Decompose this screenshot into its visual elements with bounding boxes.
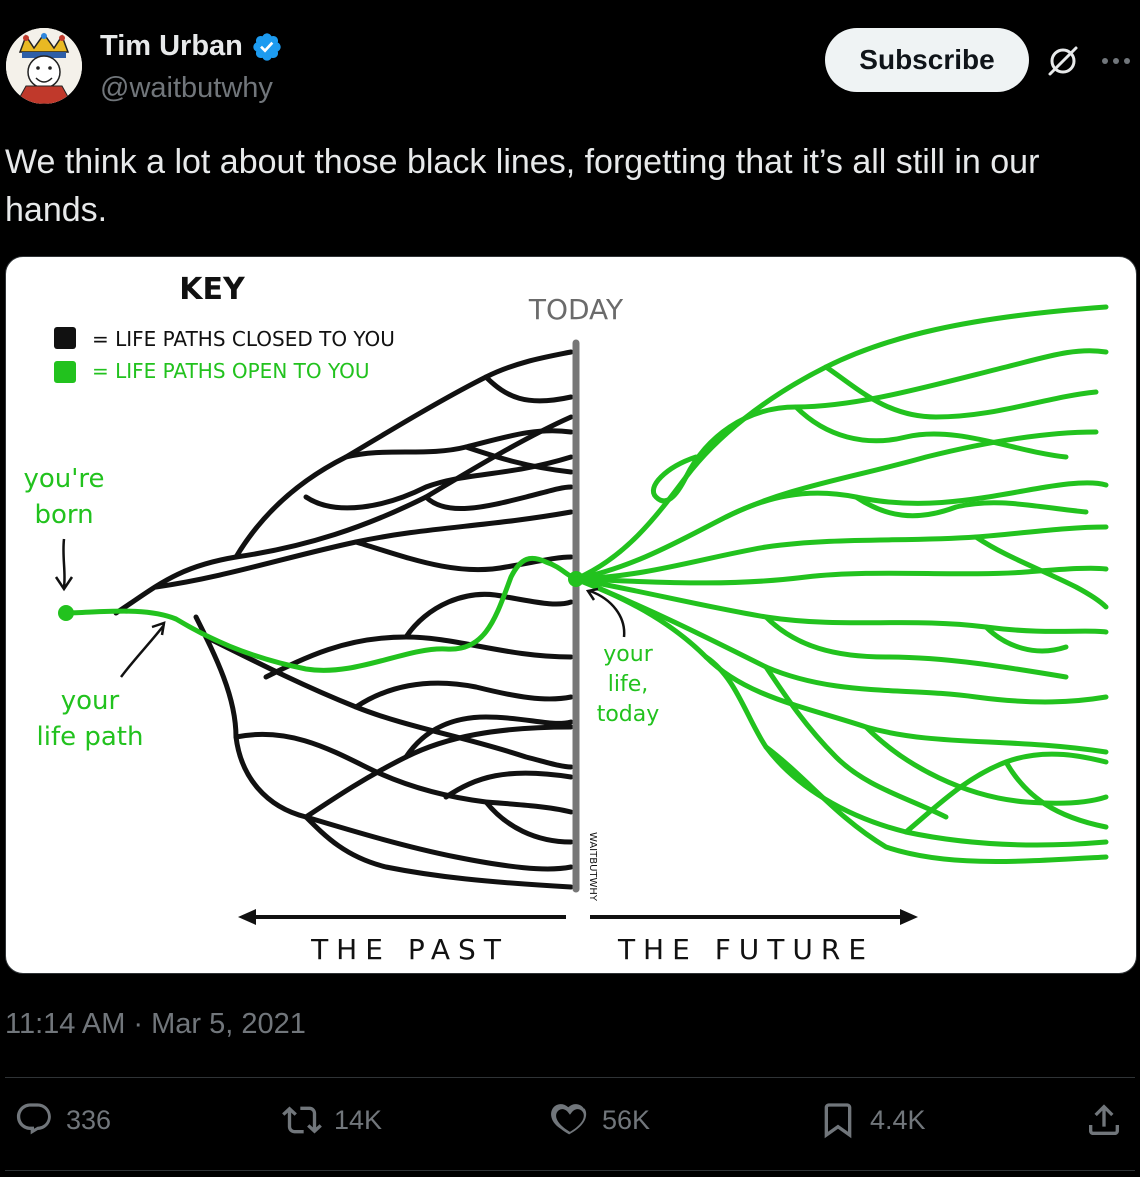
key-swatch-green: [54, 361, 76, 383]
reply-button[interactable]: 336: [14, 1100, 111, 1140]
grok-icon[interactable]: [1046, 44, 1080, 78]
bookmark-icon: [824, 1103, 852, 1139]
tweet-image[interactable]: KEY = LIFE PATHS CLOSED TO YOU = LIFE PA…: [5, 256, 1137, 974]
today-arrow: [585, 587, 626, 638]
reply-icon: [16, 1103, 51, 1135]
more-options-icon[interactable]: [1098, 44, 1134, 78]
bookmark-count: 4.4K: [870, 1104, 926, 1135]
past-label: THE PAST: [310, 933, 509, 966]
share-icon: [1089, 1104, 1119, 1135]
future-label: THE FUTURE: [617, 933, 874, 966]
closed-paths: [113, 349, 574, 890]
repost-icon: [282, 1106, 322, 1134]
today-label-line3: today: [597, 702, 660, 727]
born-label-line1: you're: [23, 464, 104, 494]
share-button[interactable]: [1084, 1100, 1124, 1140]
signature: WAITBUTWHY: [587, 832, 598, 902]
bookmark-button[interactable]: 4.4K: [818, 1100, 926, 1140]
verified-badge-icon: [253, 32, 281, 61]
divider-top: [5, 1077, 1135, 1078]
tweet-timestamp[interactable]: 11:14 AM · Mar 5, 2021: [5, 1008, 306, 1040]
open-paths: [573, 304, 1109, 864]
path-arrow: [120, 621, 166, 678]
like-button[interactable]: 56K: [550, 1100, 650, 1140]
like-count: 56K: [602, 1104, 651, 1135]
heart-icon: [551, 1104, 587, 1135]
your-life-path: [63, 555, 579, 673]
action-bar: 336 14K 56K 4.4K: [0, 1100, 1140, 1154]
repost-button[interactable]: 14K: [282, 1100, 382, 1140]
today-label: TODAY: [528, 293, 624, 326]
key-swatch-black: [54, 327, 76, 349]
subscribe-button[interactable]: Subscribe: [825, 28, 1029, 92]
today-label-line2: life,: [608, 672, 649, 697]
born-label-line2: born: [34, 500, 93, 530]
born-arrow: [54, 538, 74, 592]
repost-count: 14K: [334, 1104, 383, 1135]
path-label-line2: life path: [37, 722, 144, 752]
author-name-row[interactable]: Tim Urban: [100, 30, 283, 63]
author-handle[interactable]: @waitbutwhy: [100, 72, 273, 104]
avatar-king-icon: [6, 28, 82, 104]
path-label-line1: your: [61, 686, 120, 716]
key-closed-label: = LIFE PATHS CLOSED TO YOU: [92, 327, 395, 351]
author-name[interactable]: Tim Urban: [100, 30, 243, 62]
life-paths-drawing: KEY = LIFE PATHS CLOSED TO YOU = LIFE PA…: [23, 272, 1109, 966]
today-label-line1: your: [603, 642, 653, 667]
reply-count: 336: [66, 1104, 112, 1135]
born-dot: [58, 605, 74, 621]
tweet-text: We think a lot about those black lines, …: [5, 143, 1040, 229]
avatar[interactable]: [6, 28, 82, 104]
key-open-label: = LIFE PATHS OPEN TO YOU: [92, 359, 369, 383]
key-title: KEY: [179, 272, 246, 307]
future-arrowhead: [900, 909, 918, 925]
past-arrowhead: [238, 909, 256, 925]
divider-bottom: [5, 1170, 1135, 1171]
tweet-header: Tim Urban @waitbutwhy Subscribe: [0, 0, 1140, 120]
